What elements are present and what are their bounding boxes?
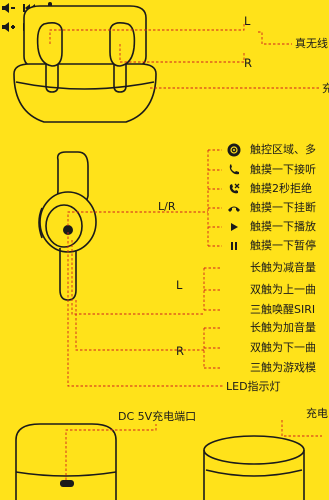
left-ear-text: 双触为上一曲 bbox=[250, 283, 316, 296]
touch-text: 触摸一下挂断 bbox=[250, 201, 316, 214]
top-label-right: R bbox=[244, 56, 252, 70]
right-ear-text: 三触为游戏模 bbox=[250, 361, 316, 374]
charge-label: 充电 bbox=[306, 407, 328, 420]
touch-text: 触摸一下接听 bbox=[250, 163, 316, 176]
earbud-side-drawing bbox=[38, 151, 97, 301]
right-ear-text: 双触为下一曲 bbox=[250, 341, 316, 354]
touch-text: 触摸一下暂停 bbox=[250, 239, 316, 252]
top-callout-wireless: 真无线 bbox=[295, 37, 328, 50]
dc-port-label: DC 5V充电端口 bbox=[118, 410, 197, 423]
left-ear-text: 三触唤醒SIRI bbox=[250, 303, 316, 316]
right-ear-label: R bbox=[176, 344, 184, 358]
top-label-left: L bbox=[244, 14, 251, 28]
top-leader-lines bbox=[49, 22, 320, 89]
left-ear-text: 长触为减音量 bbox=[250, 261, 316, 274]
phone-answer-icon bbox=[229, 164, 239, 175]
touch-text: 触控区域、多 bbox=[250, 143, 316, 156]
touch-area-icon bbox=[227, 143, 241, 157]
case-port-drawing bbox=[15, 423, 117, 500]
case-front-drawing bbox=[203, 435, 305, 500]
pause-icon bbox=[231, 242, 237, 250]
volume-down-icon bbox=[2, 3, 15, 13]
volume-up-icon bbox=[2, 22, 15, 32]
left-ear-label: L bbox=[176, 278, 183, 292]
hang-up-icon bbox=[228, 206, 240, 212]
play-icon bbox=[231, 223, 238, 231]
touch-text: 触摸一下播放 bbox=[250, 220, 316, 233]
touch-spot-icon bbox=[63, 225, 73, 235]
charging-case-open-drawing bbox=[13, 5, 157, 123]
phone-reject-icon bbox=[229, 183, 240, 194]
usb-port-icon bbox=[60, 480, 74, 487]
earbud-side-label: L/R bbox=[158, 200, 176, 213]
middle-leader-lines bbox=[67, 149, 224, 387]
touch-text: 触摸2秒拒绝 bbox=[250, 182, 312, 195]
led-indicator-label: LED指示灯 bbox=[226, 380, 281, 393]
right-ear-text: 长触为加音量 bbox=[250, 321, 316, 334]
bottom-leader-lines bbox=[65, 420, 322, 480]
top-callout-charge: 充 bbox=[322, 82, 329, 95]
